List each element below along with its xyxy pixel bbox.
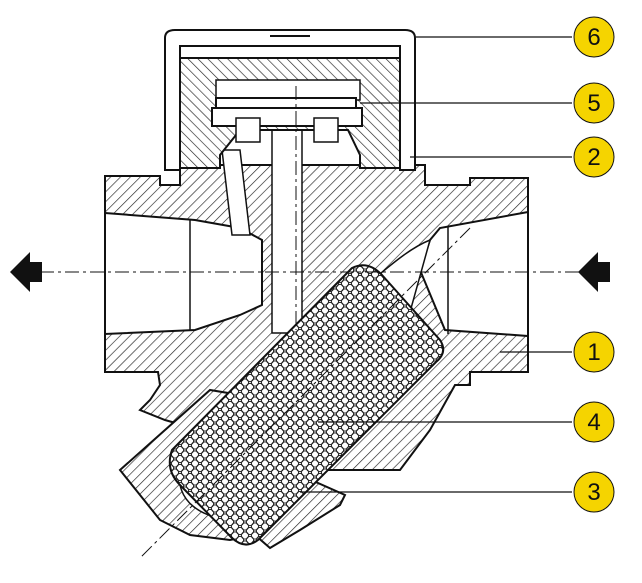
disc [211, 97, 363, 143]
callout-label: 6 [587, 24, 600, 51]
callout-label: 4 [587, 409, 600, 436]
callout-badge [573, 401, 615, 443]
callout-badge [573, 331, 615, 373]
callout-label: 5 [587, 90, 600, 117]
callout-badge [573, 82, 615, 124]
inlet-arrow-icon [578, 252, 610, 292]
callout-badge [573, 16, 615, 58]
outlet-arrow-icon [10, 252, 42, 292]
callout-label: 1 [587, 339, 600, 366]
callout-label: 3 [587, 479, 600, 506]
leader-lines [300, 36, 572, 493]
callout-4: 4 [573, 401, 615, 443]
callout-5: 5 [573, 82, 615, 124]
callout-badge [573, 136, 615, 178]
strainer-screen [168, 264, 445, 546]
callout-6: 6 [573, 16, 615, 58]
callout-1: 1 [573, 331, 615, 373]
center-lines [40, 86, 600, 559]
callout-label: 2 [587, 144, 600, 171]
callout-badge [573, 471, 615, 513]
callout-2: 2 [573, 136, 615, 178]
callout-3: 3 [573, 471, 615, 513]
cap [164, 29, 416, 171]
